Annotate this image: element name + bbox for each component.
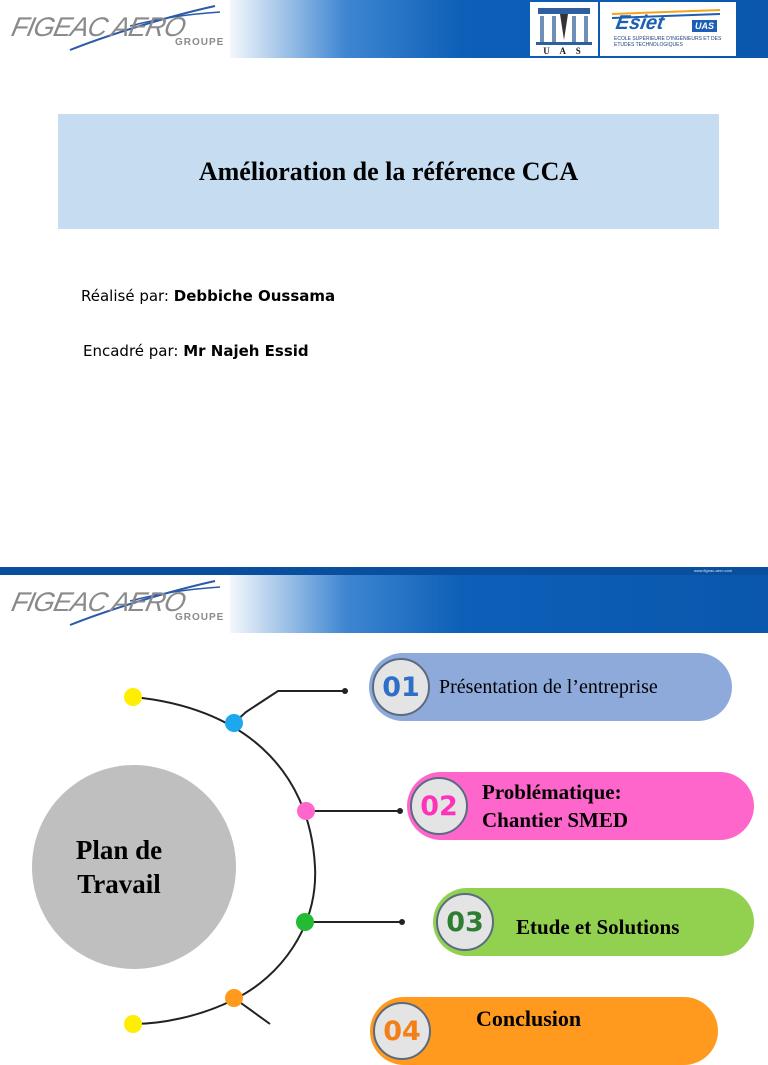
agenda-label: Etude et Solutions [516,914,680,939]
agenda-number: 03 [436,893,494,951]
yellow-dot [124,688,142,706]
plan-slide: www.figeac-aero.com FIGEAC AERO GROUPE [0,567,768,1065]
blue-dot [225,714,243,732]
agenda-label: Présentation de l’entreprise [439,675,658,698]
figeac-aero-logo: FIGEAC AERO GROUPE [9,579,230,629]
agenda-label: Conclusion [476,1006,582,1031]
agenda-item-01: 01 Présentation de l’entreprise [369,653,732,721]
supervisor-name: Mr Najeh Essid [183,342,309,360]
uas-university-logo: U A S [530,2,598,56]
pink-dot [297,802,315,820]
presentation-title: Amélioration de la référence CCA [198,156,579,186]
plan-title: Plan de Travail [75,835,163,899]
slide-header: FIGEAC AERO GROUPE U A S Esiet UAS Ecole [0,0,768,58]
agenda-number: 02 [410,777,468,835]
green-dot [296,913,314,931]
agenda-item-02: 02 Problématique: Chantier SMED [407,772,754,840]
title-slide: FIGEAC AERO GROUPE U A S Esiet UAS Ecole [0,0,768,360]
agenda-number: 04 [373,1002,431,1060]
agenda-connector-graphic [124,688,405,1033]
supervisor-line: Encadré par: Mr Najeh Essid [83,342,309,360]
agenda-item-04: 04 Conclusion [370,997,718,1065]
agenda-label: Problématique: Chantier SMED [482,780,629,832]
author-name: Debbiche Oussama [173,287,336,305]
agenda-number: 01 [372,658,430,716]
slide-topbar: www.figeac-aero.com [0,567,768,575]
orange-dot [225,989,243,1007]
agenda-item-03: 03 Etude et Solutions [433,888,754,956]
yellow-dot-bottom [124,1015,142,1033]
title-banner: Amélioration de la référence CCA [58,114,719,229]
figeac-aero-logo: FIGEAC AERO GROUPE [9,4,230,54]
slide-header: FIGEAC AERO GROUPE [0,575,768,633]
plan-de-travail-circle: Plan de Travail [32,765,236,969]
author-line: Réalisé par: Debbiche Oussama [81,287,336,305]
esiet-logo: Esiet UAS Ecole Supérieure d'Ingénieurs … [600,2,736,56]
